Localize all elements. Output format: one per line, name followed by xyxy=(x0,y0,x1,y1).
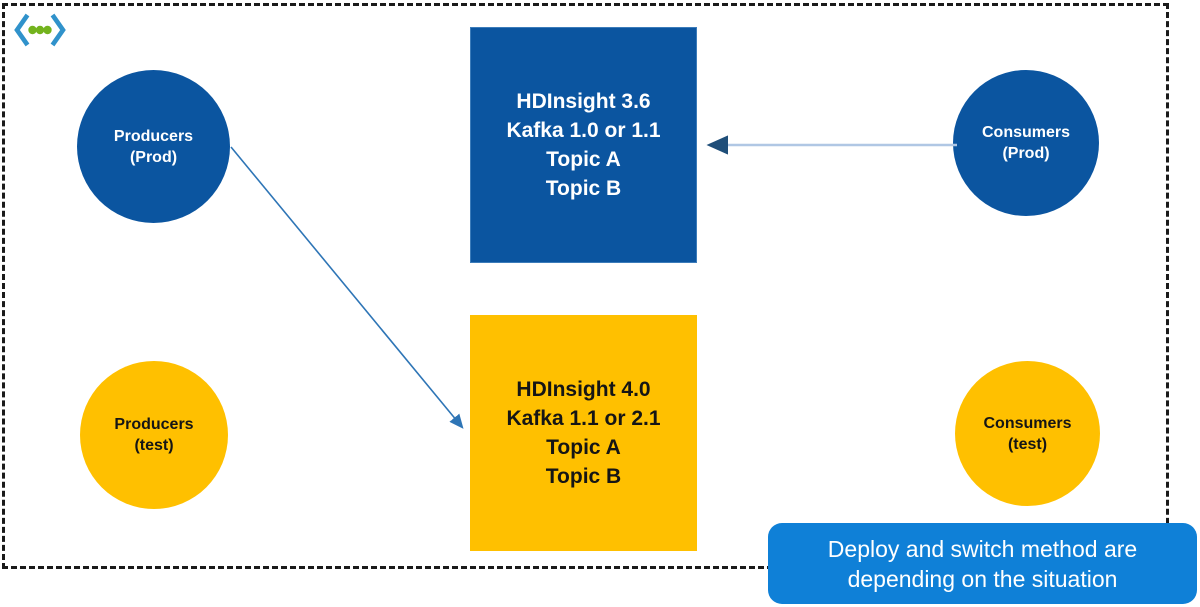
left-chevron-icon xyxy=(14,13,30,47)
code-icon xyxy=(14,13,66,47)
hdinsight-40-cluster-box: HDInsight 4.0 Kafka 1.1 or 2.1 Topic A T… xyxy=(470,315,697,551)
producers-prod-node: Producers (Prod) xyxy=(77,70,230,223)
consumers-test-sublabel: (test) xyxy=(1007,435,1048,453)
producers-prod-label: Producers xyxy=(113,127,194,145)
dot-icon xyxy=(28,25,37,35)
deploy-note-banner: Deploy and switch method are depending o… xyxy=(768,523,1197,604)
producers-prod-sublabel: (Prod) xyxy=(129,148,178,166)
kafka-version-label: Kafka 1.1 or 2.1 xyxy=(506,407,661,430)
cluster-version-label: HDInsight 4.0 xyxy=(516,378,651,401)
deploy-note-line1: Deploy and switch method are xyxy=(827,535,1138,562)
diagram-dashed-frame xyxy=(2,3,1169,569)
consumers-prod-node: Consumers (Prod) xyxy=(953,70,1099,216)
consumers-prod-sublabel: (Prod) xyxy=(1002,145,1050,162)
right-chevron-icon xyxy=(50,13,66,47)
deploy-note-line2: depending on the situation xyxy=(847,565,1118,592)
cluster-version-label: HDInsight 3.6 xyxy=(516,90,651,113)
topic-b-label: Topic B xyxy=(545,465,622,488)
producers-test-label: Producers xyxy=(114,416,194,433)
dot-icon xyxy=(43,25,52,35)
topic-b-label: Topic B xyxy=(545,177,622,200)
producers-test-node: Producers (test) xyxy=(80,361,228,509)
consumers-test-label: Consumers xyxy=(983,414,1072,432)
kafka-version-label: Kafka 1.0 or 1.1 xyxy=(506,119,661,142)
consumers-test-node: Consumers (test) xyxy=(955,361,1100,506)
hdinsight-36-cluster-box: HDInsight 3.6 Kafka 1.0 or 1.1 Topic A T… xyxy=(470,27,697,263)
consumers-prod-label: Consumers xyxy=(981,124,1071,141)
topic-a-label: Topic A xyxy=(546,436,621,459)
producers-test-sublabel: (test) xyxy=(134,437,174,454)
topic-a-label: Topic A xyxy=(546,148,621,171)
dot-icon xyxy=(35,25,45,35)
